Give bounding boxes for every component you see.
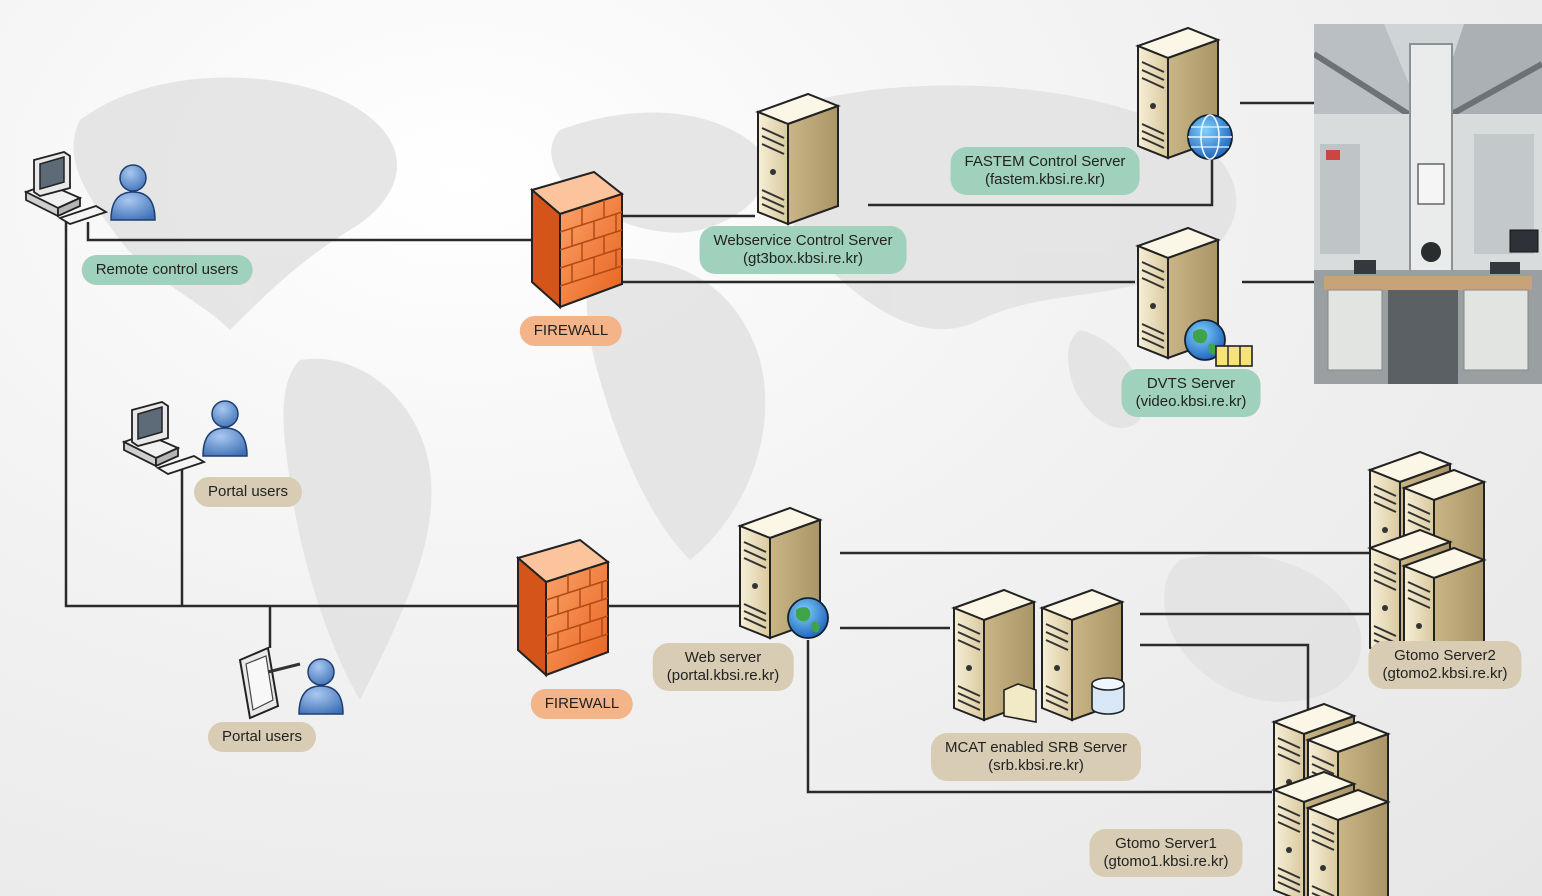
portal-users-computer-icon [123, 401, 205, 475]
firewall-bottom-icon [517, 539, 609, 676]
portal-users-2-label: Portal users [207, 722, 317, 752]
dvts-server-label: DVTS Server (video.kbsi.re.kr) [1121, 369, 1261, 417]
tablet-icon [238, 646, 301, 720]
line-webserver-to-gtomo1 [806, 640, 1272, 794]
firewall-top-icon [531, 171, 623, 308]
portal-users-user-icon [202, 400, 248, 457]
firewall-bottom-label: FIREWALL [530, 689, 634, 719]
gtomo1-server-cluster-icon [1273, 703, 1389, 896]
portal-users-2-user-icon [298, 658, 344, 715]
microscope-room-photo [1314, 24, 1542, 384]
line-left-trunk [64, 222, 530, 608]
webservice-control-server-label: Webservice Control Server (gt3box.kbsi.r… [699, 226, 907, 274]
web-server-label: Web server (portal.kbsi.re.kr) [652, 643, 794, 691]
line-webservice-to-fastem [868, 160, 1214, 207]
web-server-globe-icon [787, 597, 829, 639]
srb-server-label: MCAT enabled SRB Server (srb.kbsi.re.kr) [930, 733, 1142, 781]
fastem-globe-icon [1187, 114, 1233, 160]
folder-icon [1003, 683, 1037, 723]
video-icon [1215, 345, 1253, 367]
remote-control-computer-icon [25, 151, 107, 225]
firewall-top-label: FIREWALL [519, 316, 623, 346]
fastem-control-server-label: FASTEM Control Server (fastem.kbsi.re.kr… [950, 147, 1140, 195]
portal-users-1-label: Portal users [193, 477, 303, 507]
webservice-server-icon [757, 93, 839, 225]
remote-control-user-icon [110, 164, 156, 221]
gtomo-server2-label: Gtomo Server2 (gtomo2.kbsi.re.kr) [1368, 641, 1522, 689]
line-srb-to-gtomo1 [1140, 643, 1310, 720]
line-remote-to-firewall [86, 222, 578, 242]
remote-control-users-label: Remote control users [81, 255, 253, 285]
database-icon [1091, 677, 1125, 715]
gtomo-server1-label: Gtomo Server1 (gtomo1.kbsi.re.kr) [1089, 829, 1243, 877]
